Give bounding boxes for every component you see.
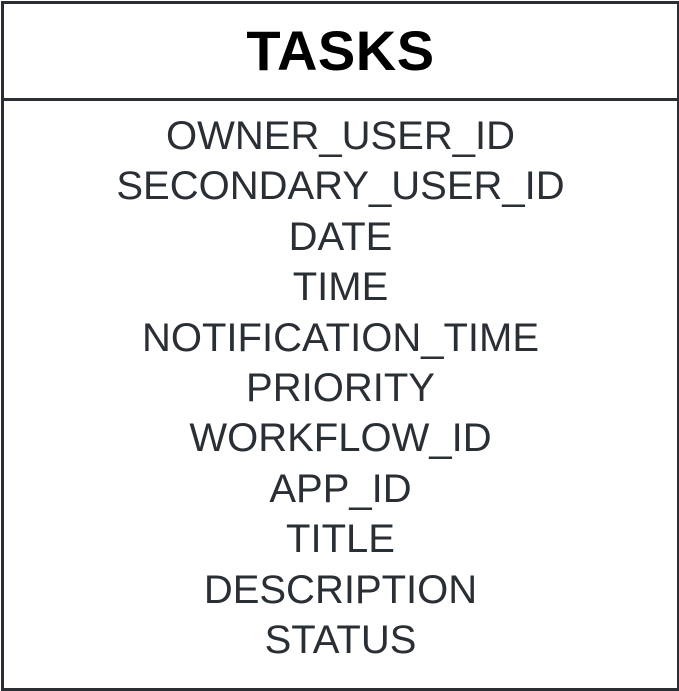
field-date: DATE xyxy=(288,214,393,259)
field-workflow-id: WORKFLOW_ID xyxy=(189,416,492,461)
field-owner-user-id: OWNER_USER_ID xyxy=(166,114,515,158)
field-status: STATUS xyxy=(264,617,417,662)
field-time: TIME xyxy=(292,265,389,310)
field-description: DESCRIPTION xyxy=(203,567,478,612)
field-list: OWNER_USER_ID SECONDARY_USER_ID DATE TIM… xyxy=(4,101,677,665)
field-notification-time: NOTIFICATION_TIME xyxy=(141,315,540,360)
field-secondary-user-id: SECONDARY_USER_ID xyxy=(116,164,565,209)
field-priority: PRIORITY xyxy=(246,365,435,410)
field-title: TITLE xyxy=(286,517,395,562)
field-app-id: APP_ID xyxy=(269,466,412,511)
entity-title: TASKS xyxy=(246,19,435,82)
entity-header: TASKS xyxy=(4,4,677,101)
